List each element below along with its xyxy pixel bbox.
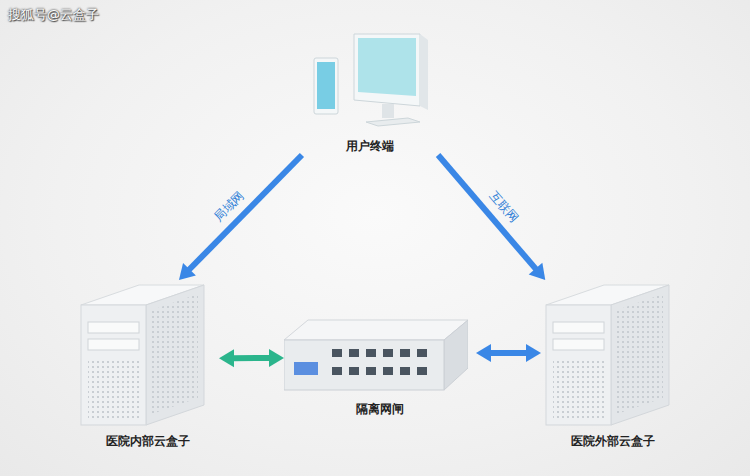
terminal-node: 用户终端 bbox=[296, 30, 444, 155]
node-label: 隔离网闸 bbox=[284, 401, 476, 418]
arrow-connector bbox=[219, 349, 284, 367]
server-icon bbox=[76, 280, 211, 428]
gateway-icon bbox=[284, 318, 468, 396]
node-label: 医院外部云盒子 bbox=[541, 433, 684, 450]
terminal-icon bbox=[296, 30, 436, 130]
node-label: 用户终端 bbox=[296, 138, 444, 155]
node-label: 医院内部云盒子 bbox=[76, 433, 219, 450]
gateway-node: 隔离网闸 bbox=[284, 318, 476, 418]
server-node: 医院外部云盒子 bbox=[541, 280, 684, 450]
server-node: 医院内部云盒子 bbox=[76, 280, 219, 450]
arrow-connector bbox=[179, 155, 302, 280]
watermark: 搜狐号@云盒子 bbox=[8, 6, 99, 24]
server-icon bbox=[541, 280, 676, 428]
arrow-connector bbox=[476, 344, 541, 362]
arrow-connector bbox=[438, 155, 545, 280]
